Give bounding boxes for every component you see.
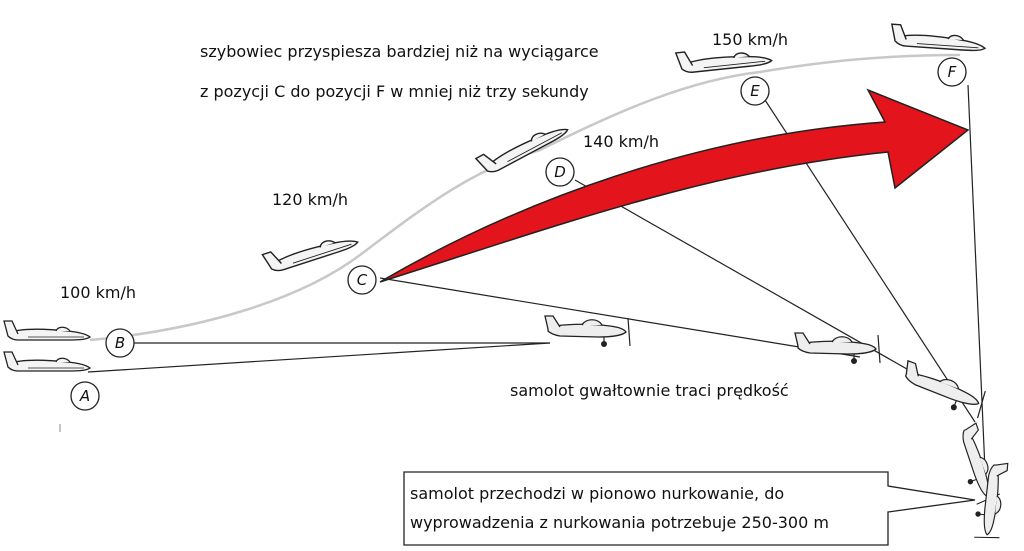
svg-text:A: A xyxy=(79,387,90,405)
rope-line-f xyxy=(967,84,986,471)
annotation-top-line1: szybowiec przyspiesza bardziej niż na wy… xyxy=(200,42,599,61)
svg-text:F: F xyxy=(948,63,957,81)
svg-text:E: E xyxy=(750,82,760,100)
rope-line-d xyxy=(574,179,936,386)
tow-plane-2 xyxy=(794,332,881,365)
svg-text:B: B xyxy=(115,334,125,352)
annotation-top-line2: z pozycji C do pozycji F w mniej niż trz… xyxy=(200,82,589,101)
speed-label-140: 140 km/h xyxy=(583,132,659,151)
glider-f xyxy=(889,23,987,53)
glider-a xyxy=(3,351,91,372)
callout-line1: samolot przechodzi w pionowo nurkowanie,… xyxy=(410,484,784,503)
red-arrow xyxy=(379,88,970,283)
speed-label-120: 120 km/h xyxy=(272,190,348,209)
callout-line2: wyprowadzenia z nurkowania potrzebuje 25… xyxy=(410,513,829,532)
rope-line-a xyxy=(87,342,551,373)
position-marker-d: D xyxy=(545,157,575,187)
glider-b xyxy=(3,320,91,341)
callout-box: samolot przechodzi w pionowo nurkowanie,… xyxy=(403,471,976,546)
annotation-plane-loses-speed: samolot gwałtownie traci prędkość xyxy=(510,381,789,400)
position-marker-e: E xyxy=(740,76,770,106)
position-marker-a: A xyxy=(70,381,100,411)
position-marker-c: C xyxy=(347,265,377,295)
glider-flight-path xyxy=(89,53,961,342)
speed-label-150: 150 km/h xyxy=(712,30,788,49)
rope-line-c xyxy=(379,277,861,358)
position-marker-f: F xyxy=(937,57,967,87)
svg-text:D: D xyxy=(554,163,566,181)
tow-plane-1 xyxy=(544,315,631,348)
speed-label-100: 100 km/h xyxy=(60,283,136,302)
svg-text:C: C xyxy=(357,271,368,289)
position-marker-b: B xyxy=(105,328,135,358)
tow-plane-3 xyxy=(896,360,989,420)
